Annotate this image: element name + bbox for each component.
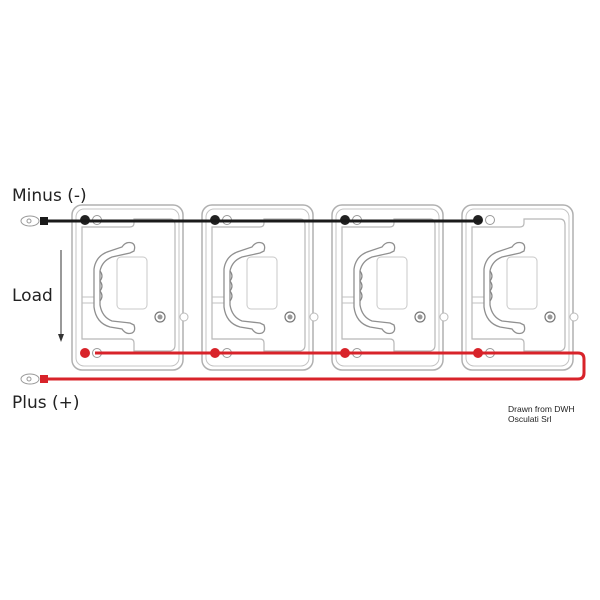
battery-2 <box>201 204 319 371</box>
minus-label: Minus (-) <box>12 186 87 206</box>
battery-1 <box>71 204 189 371</box>
credit-text: Drawn from DWH Osculati Srl <box>508 404 575 424</box>
plus-label: Plus (+) <box>12 393 80 413</box>
positive-wire <box>20 351 586 385</box>
load-label: Load <box>12 286 53 306</box>
positive-terminals <box>80 348 495 358</box>
battery-4 <box>461 204 579 371</box>
battery-3 <box>331 204 449 371</box>
load-arrow-icon <box>58 250 64 342</box>
negative-wire <box>20 215 482 227</box>
